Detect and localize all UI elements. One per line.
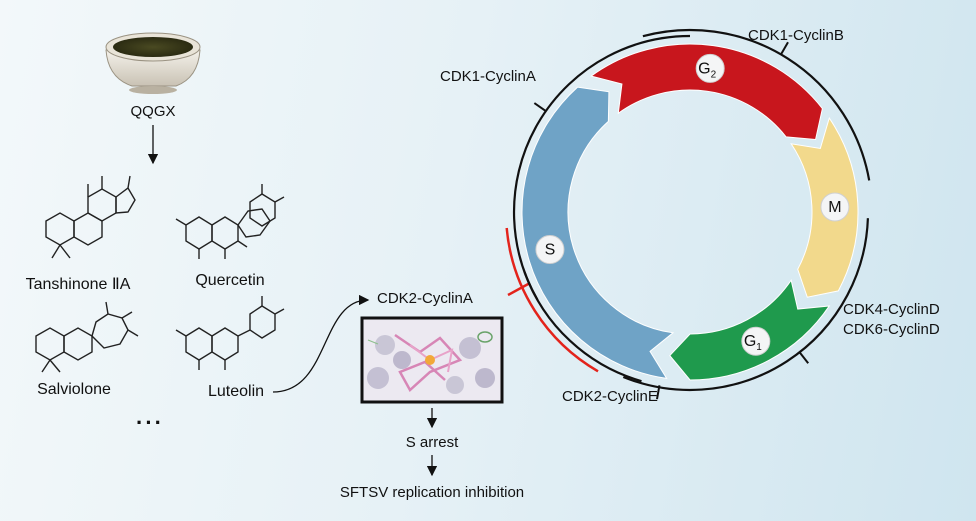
phase-label-m: M — [828, 199, 841, 216]
more-compounds-ellipsis: ··· — [136, 410, 164, 435]
complex-label-cdk4-cyclind: CDK4-CyclinD — [843, 301, 940, 318]
complex-label-cdk2-cycline: CDK2-CyclinE — [562, 388, 658, 405]
docking-image — [360, 316, 504, 404]
arc-cdk1-cyclinb — [642, 28, 871, 181]
phase-segment-g2 — [590, 43, 823, 141]
arc-cdk2-cycline-tick — [656, 385, 661, 400]
phase-badge-g2 — [695, 53, 725, 83]
salviolone-structure-icon — [35, 301, 139, 373]
phase-segment-s — [521, 86, 675, 380]
arc-cdk1-cyclina-tick — [533, 102, 547, 112]
arc-cdk2-cycline — [523, 271, 642, 383]
arc-cdk1-cyclinb-tick — [780, 41, 789, 55]
target-complex-label: CDK2-CyclinA — [377, 290, 473, 307]
cell-cycle-wheel — [521, 43, 859, 381]
compound-label-salviolone: Salviolone — [37, 381, 111, 398]
arc-cdk4-6-cyclind-tick — [798, 351, 809, 364]
source-label: QQGX — [130, 103, 176, 120]
arc-cdk4-6-cyclind — [622, 218, 869, 392]
complex-label-cdk1-cyclina: CDK1-CyclinA — [440, 68, 536, 85]
complex-label-cdk6-cyclind: CDK6-CyclinD — [843, 321, 940, 338]
replication-inhibition-label: SFTSV replication inhibition — [339, 484, 525, 501]
compound-label-luteolin: Luteolin — [207, 383, 265, 400]
quercetin-structure-icon — [175, 184, 285, 259]
phase-label-s: S — [545, 242, 556, 259]
arrow-to-target — [272, 294, 370, 393]
phase-badge-g1 — [741, 326, 771, 356]
phase-badge-s — [535, 235, 565, 265]
arc-cdk1-cyclina — [513, 34, 691, 301]
inhibition-arc — [505, 227, 599, 373]
compound-label-quercetin: Quercetin — [195, 272, 265, 289]
tanshinone-structure-icon — [45, 175, 136, 259]
inhibition-line — [507, 281, 531, 297]
cdk-complex-arcs — [513, 28, 871, 400]
decoction-bowl-icon — [105, 32, 201, 94]
s-arrest-label: S arrest — [405, 434, 459, 451]
compound-label-tanshinone: Tanshinone ⅡA — [25, 276, 131, 293]
complex-label-cdk1-cyclinb: CDK1-CyclinB — [748, 27, 844, 44]
luteolin-structure-icon — [175, 296, 285, 370]
phase-badge-m — [820, 192, 850, 222]
